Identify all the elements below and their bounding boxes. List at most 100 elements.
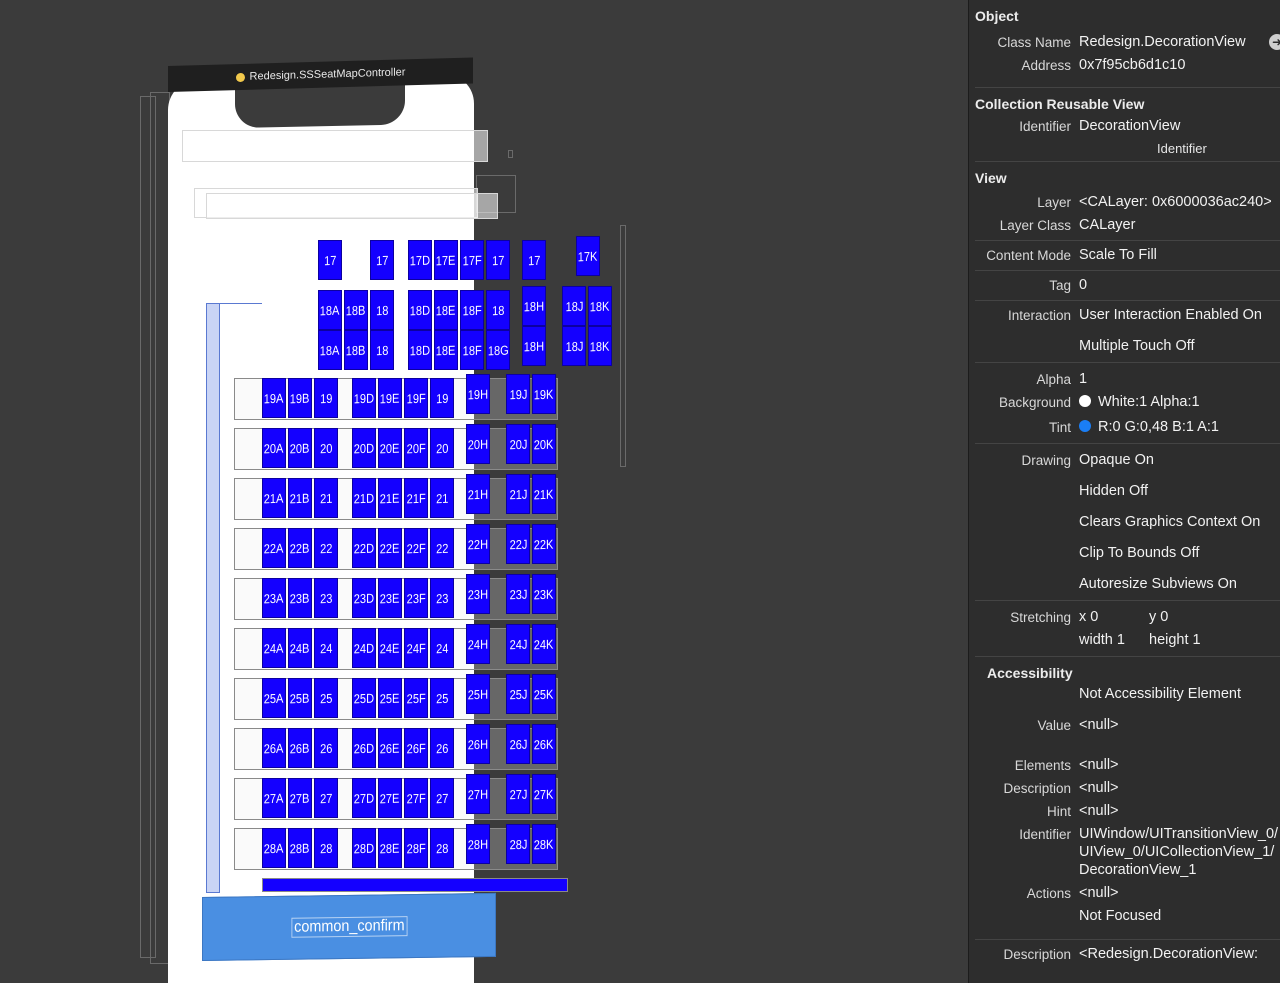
seat-cell[interactable]: 23K xyxy=(532,574,556,614)
seat-cell[interactable]: 25D xyxy=(352,678,376,718)
content-mode-value[interactable]: Scale To Fill xyxy=(1079,247,1157,263)
layer-class-value[interactable]: CALayer xyxy=(1079,217,1136,233)
navigate-arrow-icon[interactable]: ➜ xyxy=(1269,34,1280,50)
seat-cell[interactable]: 24H xyxy=(466,624,490,664)
seat-cell[interactable]: 22H xyxy=(466,524,490,564)
seat-cell[interactable]: 18F xyxy=(460,330,484,370)
interaction-value[interactable]: User Interaction Enabled On xyxy=(1079,307,1262,323)
stretch-y-value[interactable]: y 0 xyxy=(1149,609,1169,625)
seat-cell[interactable]: 24E xyxy=(378,628,402,668)
seat-cell[interactable]: 20B xyxy=(288,428,312,468)
seat-cell[interactable]: 26E xyxy=(378,728,402,768)
background-value[interactable]: White:1 Alpha:1 xyxy=(1079,394,1200,410)
seat-cell[interactable]: 21 xyxy=(430,478,454,518)
seat-cell[interactable]: 22B xyxy=(288,528,312,568)
seat-cell[interactable]: 19 xyxy=(314,378,338,418)
seat-cell[interactable]: 18J xyxy=(562,326,586,366)
stretch-x-value[interactable]: x 0 xyxy=(1079,609,1099,625)
seat-cell[interactable]: 20E xyxy=(378,428,402,468)
seat-cell[interactable]: 18 xyxy=(370,330,394,370)
seat-cell[interactable]: 26F xyxy=(404,728,428,768)
seat-cell[interactable]: 28 xyxy=(314,828,338,868)
seat-cell[interactable]: 21K xyxy=(532,474,556,514)
seat-cell[interactable]: 18B xyxy=(344,330,368,370)
seat-cell[interactable]: 22J xyxy=(506,524,530,564)
a11y-identifier-line-1[interactable]: UIWindow/UITransitionView_0/ xyxy=(1079,826,1279,842)
seat-cell[interactable]: 18 xyxy=(370,290,394,330)
object-description-value[interactable]: <Redesign.DecorationView: xyxy=(1079,946,1259,962)
layer-value[interactable]: <CALayer: 0x6000036ac240> xyxy=(1079,194,1272,210)
seat-cell[interactable]: 24D xyxy=(352,628,376,668)
clip-bounds-value[interactable]: Clip To Bounds Off xyxy=(1079,545,1200,561)
seat-cell[interactable]: 27K xyxy=(532,774,556,814)
seat-cell[interactable]: 18E xyxy=(434,330,458,370)
seat-cell[interactable]: 19F xyxy=(404,378,428,418)
seat-cell[interactable]: 19A xyxy=(262,378,286,418)
seat-cell[interactable]: 21J xyxy=(506,474,530,514)
seat-cell[interactable]: 27H xyxy=(466,774,490,814)
seat-cell[interactable]: 23H xyxy=(466,574,490,614)
seat-cell[interactable]: 28J xyxy=(506,824,530,864)
alpha-value[interactable]: 1 xyxy=(1079,371,1088,387)
seat-cell[interactable]: 23J xyxy=(506,574,530,614)
autoresize-value[interactable]: Autoresize Subviews On xyxy=(1079,576,1237,592)
tint-value[interactable]: R:0 G:0,48 B:1 A:1 xyxy=(1079,419,1219,435)
seat-cell[interactable]: 27E xyxy=(378,778,402,818)
seat-cell[interactable]: 25H xyxy=(466,674,490,714)
seat-cell[interactable]: 25 xyxy=(430,678,454,718)
seat-cell[interactable]: 26 xyxy=(314,728,338,768)
seat-cell[interactable]: 24 xyxy=(314,628,338,668)
seat-cell[interactable]: 18F xyxy=(460,290,484,330)
seat-cell[interactable]: 22 xyxy=(314,528,338,568)
class-name-value[interactable]: Redesign.DecorationView xyxy=(1079,34,1246,50)
seat-cell[interactable]: 18K xyxy=(588,326,612,366)
seat-cell[interactable]: 25J xyxy=(506,674,530,714)
seat-cell[interactable]: 26K xyxy=(532,724,556,764)
seat-cell[interactable]: 23F xyxy=(404,578,428,618)
seat-cell[interactable]: 18H xyxy=(522,286,546,326)
seat-cell[interactable]: 18K xyxy=(588,286,612,326)
seat-cell[interactable]: 21D xyxy=(352,478,376,518)
seat-cell[interactable]: 18H xyxy=(522,326,546,366)
focus-value[interactable]: Not Focused xyxy=(1079,908,1162,924)
tag-value[interactable]: 0 xyxy=(1079,277,1088,293)
seat-cell[interactable]: 26D xyxy=(352,728,376,768)
seat-cell[interactable]: 17F xyxy=(460,240,484,280)
seat-cell[interactable]: 22A xyxy=(262,528,286,568)
seat-cell[interactable]: 20K xyxy=(532,424,556,464)
accessibility-element-value[interactable]: Not Accessibility Element xyxy=(1079,686,1241,702)
seat-cell[interactable]: 23 xyxy=(314,578,338,618)
seat-cell[interactable]: 22F xyxy=(404,528,428,568)
value-value[interactable]: <null> xyxy=(1079,717,1119,733)
seat-cell[interactable]: 24B xyxy=(288,628,312,668)
seat-cell[interactable]: 28E xyxy=(378,828,402,868)
stretch-width-value[interactable]: width 1 xyxy=(1079,632,1125,648)
seat-cell[interactable]: 28B xyxy=(288,828,312,868)
seat-cell[interactable]: 19H xyxy=(466,374,490,414)
seat-cell[interactable]: 18G xyxy=(486,330,510,370)
seat-cell[interactable]: 21 xyxy=(314,478,338,518)
seat-cell[interactable]: 25E xyxy=(378,678,402,718)
seat-cell[interactable]: 25A xyxy=(262,678,286,718)
seat-cell[interactable]: 27D xyxy=(352,778,376,818)
seat-cell[interactable]: 21H xyxy=(466,474,490,514)
seat-cell[interactable]: 18D xyxy=(408,330,432,370)
seat-cell[interactable]: 19E xyxy=(378,378,402,418)
seat-cell[interactable]: 20F xyxy=(404,428,428,468)
seat-cell[interactable]: 25F xyxy=(404,678,428,718)
seat-cell[interactable]: 18E xyxy=(434,290,458,330)
seat-cell[interactable]: 17D xyxy=(408,240,432,280)
seat-cell[interactable]: 28A xyxy=(262,828,286,868)
stretch-height-value[interactable]: height 1 xyxy=(1149,632,1201,648)
seat-cell[interactable]: 20 xyxy=(314,428,338,468)
seat-cell[interactable]: 17 xyxy=(522,240,546,280)
elements-value[interactable]: <null> xyxy=(1079,757,1119,773)
seat-cell[interactable]: 27F xyxy=(404,778,428,818)
seat-cell[interactable]: 28 xyxy=(430,828,454,868)
seat-cell[interactable]: 24A xyxy=(262,628,286,668)
a11y-identifier-line-2[interactable]: UIView_0/UICollectionView_1/ xyxy=(1079,844,1275,860)
seat-cell[interactable]: 18A xyxy=(318,330,342,370)
seat-cell[interactable]: 18D xyxy=(408,290,432,330)
seat-cell[interactable]: 20H xyxy=(466,424,490,464)
seat-cell[interactable]: 22E xyxy=(378,528,402,568)
